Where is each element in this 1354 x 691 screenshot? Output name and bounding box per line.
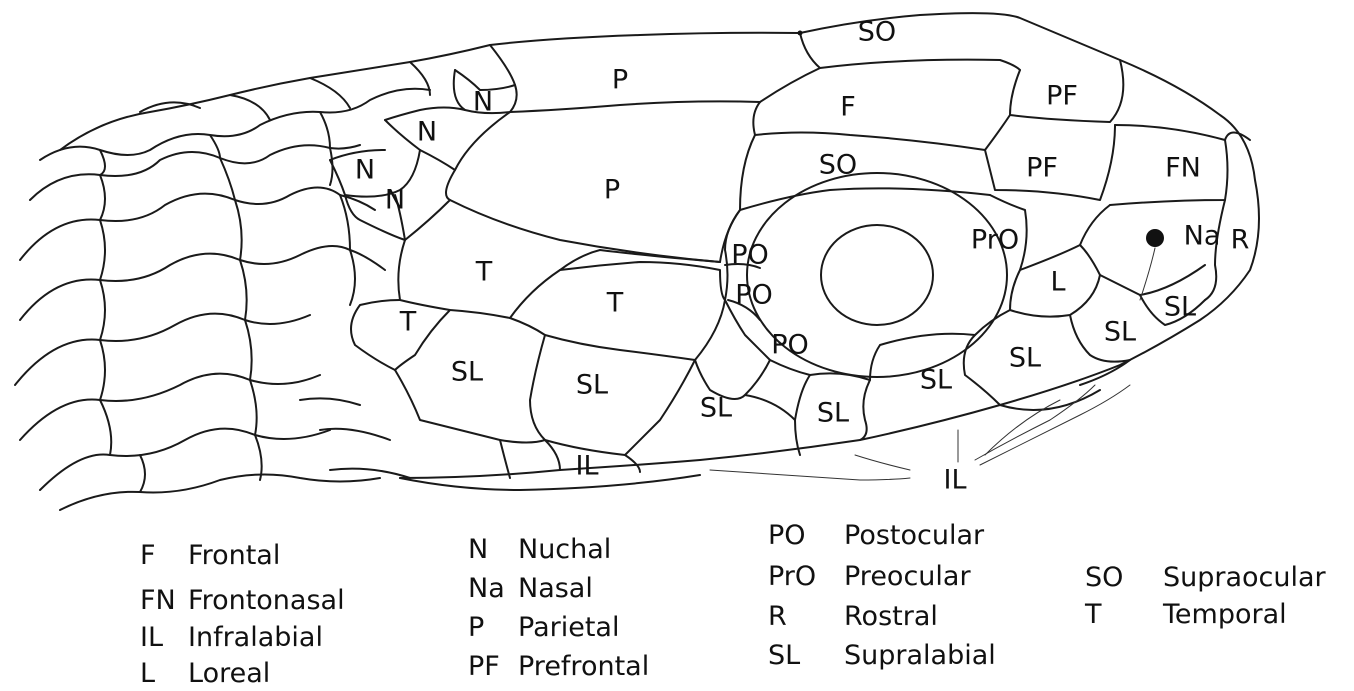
legend-abbr: N <box>468 534 488 566</box>
legend-abbr: IL <box>140 622 163 654</box>
label-n-4: N <box>385 185 405 216</box>
legend-name: Nuchal <box>518 534 611 566</box>
legend-abbr: P <box>468 612 484 644</box>
legend-name: Frontonasal <box>188 585 345 617</box>
label-n-2: N <box>417 117 437 148</box>
legend-abbr: R <box>768 601 787 633</box>
body-scales <box>15 45 490 510</box>
legend-name: Rostral <box>844 601 938 633</box>
legend-name: Loreal <box>188 658 270 690</box>
nostril-icon <box>1146 229 1164 247</box>
label-sl-5: SL <box>920 365 952 396</box>
legend-abbr: PrO <box>768 561 816 593</box>
label-po-3: PO <box>771 330 809 361</box>
legend-name: Temporal <box>1163 599 1287 631</box>
eye-pupil <box>821 225 933 325</box>
label-f: F <box>840 92 856 123</box>
legend-name: Nasal <box>518 573 593 605</box>
legend-abbr: L <box>140 658 155 690</box>
label-so-mid: SO <box>819 150 857 181</box>
label-sl-4: SL <box>817 398 849 429</box>
legend-abbr: SL <box>768 640 800 672</box>
label-t-1: T <box>475 257 493 288</box>
legend-name: Supraocular <box>1163 562 1326 594</box>
legend-abbr: F <box>140 540 156 572</box>
legend-abbr: PF <box>468 651 500 683</box>
label-n-1: N <box>473 87 493 118</box>
legend-abbr: PO <box>768 520 806 552</box>
label-pf-mid: PF <box>1026 153 1058 184</box>
legend-abbr: FN <box>140 585 176 617</box>
label-sl-8: SL <box>1164 292 1196 323</box>
label-so-top: SO <box>858 17 896 48</box>
label-t-2: T <box>606 288 624 319</box>
legend-name: Infralabial <box>188 622 323 654</box>
snake-head-scale-diagram: SO P N N N N F PF PF FN R Na SO P PO PO … <box>0 0 1354 520</box>
head-scales <box>330 31 1250 481</box>
label-sl-6: SL <box>1009 343 1041 374</box>
label-sl-1: SL <box>451 357 483 388</box>
legend-name: Supralabial <box>844 640 996 672</box>
label-sl-3: SL <box>700 393 732 424</box>
label-il-2: IL <box>943 465 966 496</box>
legend-name: Preocular <box>844 561 971 593</box>
label-t-3: T <box>399 307 417 338</box>
label-pro: PrO <box>971 225 1019 256</box>
label-po-1: PO <box>731 240 769 271</box>
scale-labels: SO P N N N N F PF PF FN R Na SO P PO PO … <box>355 17 1249 496</box>
label-l: L <box>1050 267 1065 298</box>
legend-abbr: Na <box>468 573 505 605</box>
label-p-mid: P <box>604 175 620 206</box>
label-fn: FN <box>1165 153 1201 184</box>
label-na: Na <box>1184 221 1221 252</box>
legend-name: Postocular <box>844 520 984 552</box>
label-pf-top: PF <box>1046 81 1078 112</box>
label-po-2: PO <box>735 280 773 311</box>
label-p-top: P <box>612 65 628 96</box>
legend-abbr: SO <box>1085 562 1123 594</box>
label-r: R <box>1231 225 1250 256</box>
label-sl-7: SL <box>1104 317 1136 348</box>
legend-abbr: T <box>1085 599 1102 631</box>
legend-name: Frontal <box>188 540 280 572</box>
legend-name: Prefrontal <box>518 651 649 683</box>
label-n-3: N <box>355 155 375 186</box>
label-il-1: IL <box>575 451 598 482</box>
legend-name: Parietal <box>518 612 619 644</box>
label-sl-2: SL <box>576 370 608 401</box>
